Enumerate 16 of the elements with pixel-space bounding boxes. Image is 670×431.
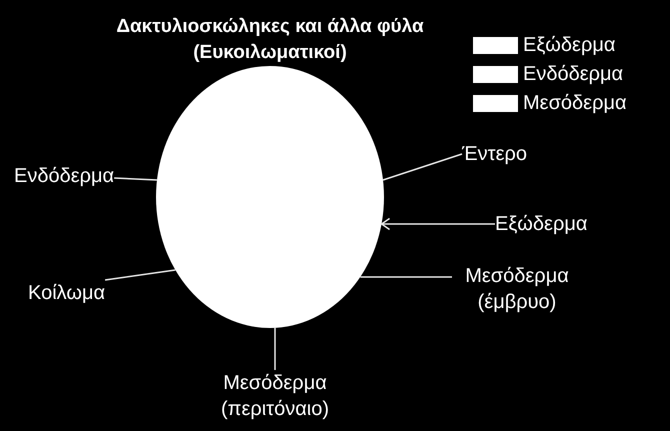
layer-label: Έντερο — [462, 141, 527, 167]
leader-line — [104, 269, 176, 281]
leader-line — [382, 153, 462, 181]
diagram-title: Δακτυλιοσκώληκες και άλλα φύλα (Ευκοιλωματικοί) — [115, 15, 425, 65]
legend-label: Ενδόδερμα — [523, 62, 624, 86]
leader-line — [360, 276, 452, 278]
layer-label: Εξώδερμα — [495, 211, 588, 237]
layer-label: Μεσόδερμα (περιτόναιο) — [205, 370, 345, 422]
leader-line — [274, 328, 276, 370]
layer-label: Ενδόδερμα — [14, 163, 114, 189]
leader-arrow — [380, 218, 495, 230]
legend-label: Μεσόδερμα — [523, 91, 627, 115]
legend-label: Εξώδερμα — [523, 33, 616, 57]
layer-label: Μεσόδερμα (έμβρυο) — [452, 263, 582, 315]
layer-label: Κοίλωμα — [28, 280, 106, 306]
leader-line — [114, 177, 157, 181]
